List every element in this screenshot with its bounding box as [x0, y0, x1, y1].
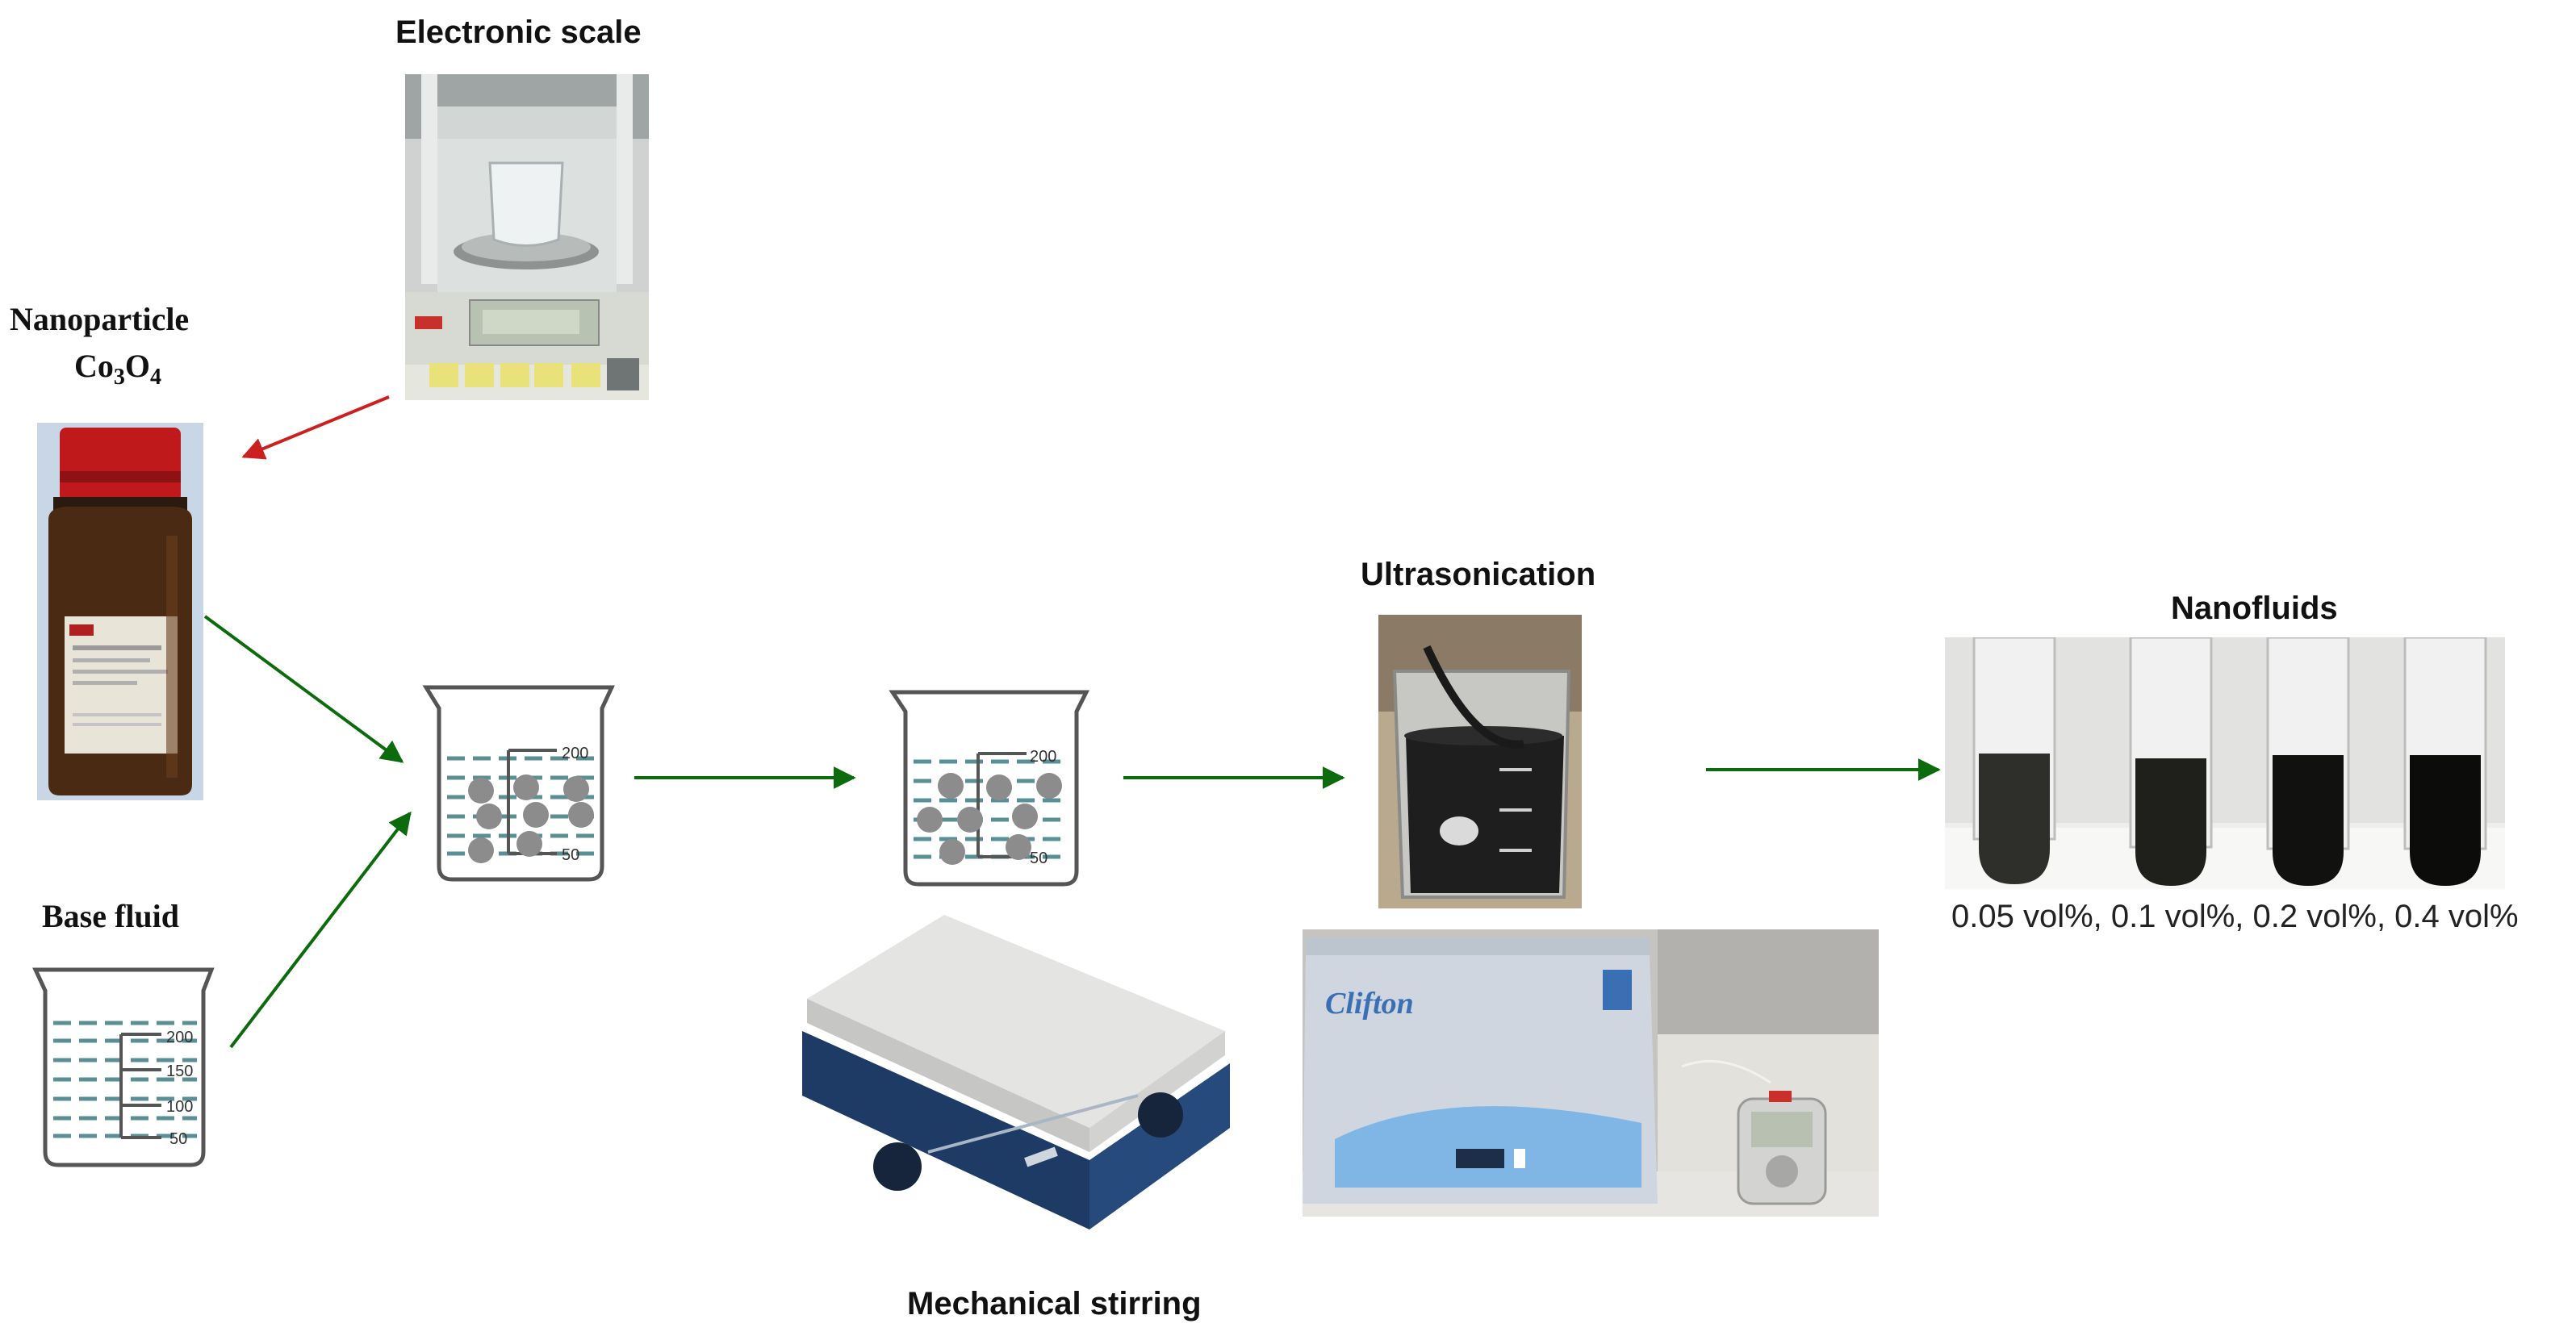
ultrasonic-bath-photo: Clifton — [1303, 929, 1879, 1217]
sonicator-brand-text: Clifton — [1325, 987, 1414, 1021]
stirring-mark-50: 50 — [1030, 850, 1048, 867]
base-fluid-to-mix-arrow — [229, 811, 412, 1049]
base-fluid-mark-100: 100 — [166, 1098, 193, 1116]
nanoparticle-bottle-photo — [37, 423, 203, 800]
base-fluid-label: Base fluid — [42, 898, 180, 934]
formula-sub-4: 4 — [150, 365, 162, 390]
bottle-to-mix-arrow — [203, 615, 404, 763]
base-fluid-mark-200: 200 — [166, 1029, 193, 1046]
electronic-scale-label: Electronic scale — [395, 15, 642, 50]
mechanical-stirring-label: Mechanical stirring — [907, 1286, 1202, 1321]
mixing-beaker: 200 50 — [422, 685, 615, 882]
base-fluid-mark-50: 50 — [169, 1130, 187, 1148]
electronic-scale-photo — [405, 74, 649, 400]
concentrations-label: 0.05 vol%, 0.1 vol%, 0.2 vol%, 0.4 vol% — [1951, 899, 2519, 934]
ultrasonication-beaker-photo — [1378, 615, 1582, 908]
stirring-mark-200: 200 — [1030, 748, 1056, 766]
mixing-mark-200: 200 — [562, 745, 588, 762]
stirring-beaker: 200 50 — [889, 690, 1090, 887]
nanofluids-label: Nanofluids — [2171, 591, 2338, 626]
mixing-mark-50: 50 — [562, 846, 579, 864]
formula-sub-3: 3 — [113, 365, 125, 390]
scale-to-bottle-arrow — [241, 395, 390, 460]
formula-co: Co — [74, 348, 114, 384]
nanofluids-photo — [1945, 637, 2505, 889]
nanoparticle-label: Nanoparticle — [10, 301, 190, 337]
nanoparticle-formula: Co3O4 — [74, 347, 161, 390]
ultrasonication-label: Ultrasonication — [1361, 557, 1596, 592]
formula-o: O — [124, 348, 151, 384]
base-fluid-mark-150: 150 — [166, 1063, 193, 1080]
hotplate-stirrer-illustration — [799, 910, 1233, 1233]
base-fluid-beaker: 200 150 100 50 — [32, 967, 215, 1167]
